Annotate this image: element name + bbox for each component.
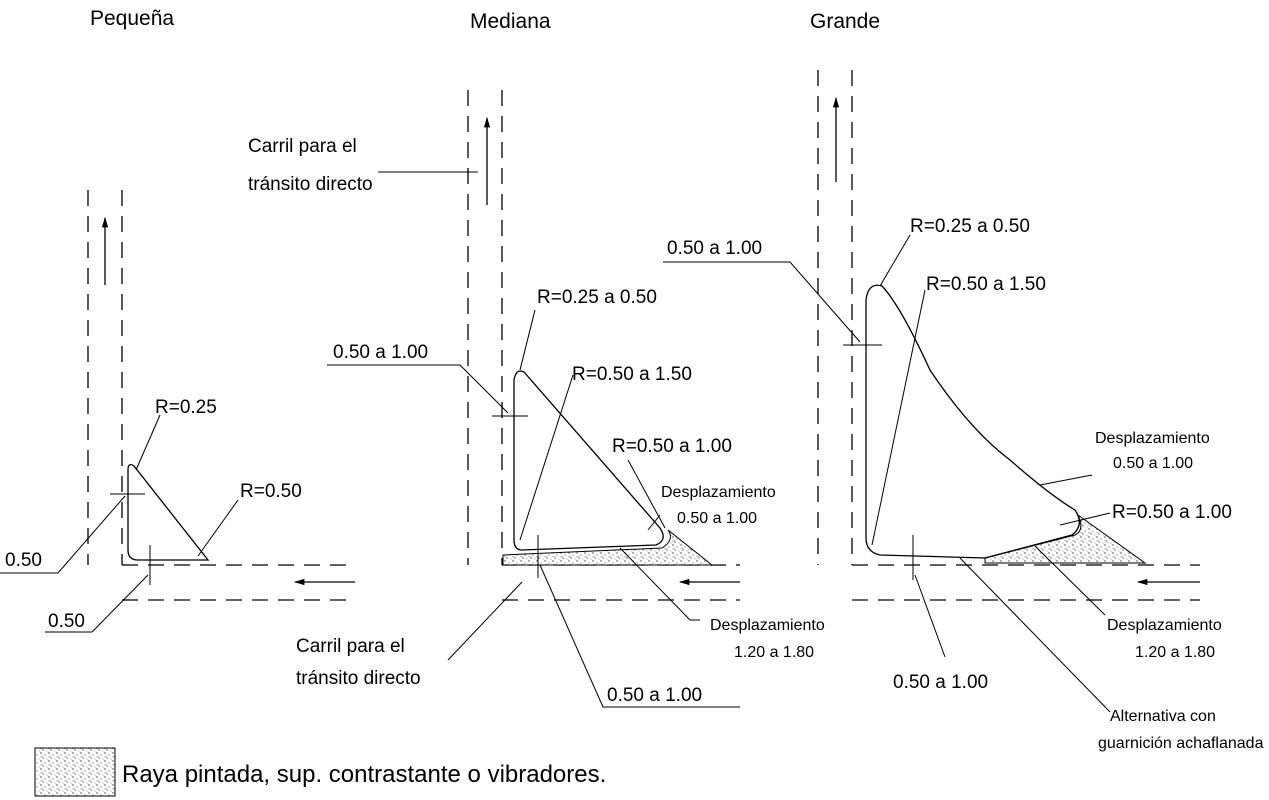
medium-leader-r-corner — [627, 459, 666, 529]
medium-leader-r-nose — [519, 309, 536, 371]
legend-swatch — [34, 747, 116, 797]
medium-label-offset-side: 0.50 a 1.00 — [333, 342, 428, 363]
medium-shift-bottom-line1: Desplazamiento — [710, 617, 825, 634]
medium-lane-bottom-line1: Carril para el — [296, 636, 405, 657]
large-leader-r-nose — [879, 234, 911, 287]
medium-leader-side — [327, 364, 509, 414]
large-label-offset-side: 0.50 a 1.00 — [667, 238, 762, 259]
small-island-group: R=0.25 R=0.50 0.50 0.50 — [0, 190, 355, 633]
title-large: Grande — [810, 10, 880, 33]
medium-leader-shift-top — [647, 514, 661, 531]
large-leader-shift-top — [1039, 474, 1093, 486]
large-shift-top-line2: 0.50 a 1.00 — [1113, 455, 1193, 472]
medium-shift-top-line2: 0.50 a 1.00 — [677, 510, 757, 527]
large-label-r-corner: R=0.50 a 1.00 — [1112, 502, 1232, 523]
small-label-r1: R=0.25 — [155, 397, 217, 418]
medium-lane-top-line2: tránsito directo — [248, 174, 373, 195]
small-label-offset-side: 0.50 — [5, 550, 42, 571]
medium-shift-top-line1: Desplazamiento — [661, 484, 776, 501]
large-leader-side — [663, 261, 861, 343]
small-island-shape — [127, 464, 210, 561]
title-small: Pequeña — [90, 7, 174, 30]
large-shift-bottom-line1: Desplazamiento — [1107, 617, 1222, 634]
large-pavement-marking — [984, 513, 1147, 564]
small-leader-side — [0, 495, 126, 574]
medium-shift-bottom-line2: 1.20 a 1.80 — [734, 644, 814, 661]
large-leader-shift-bottom — [1034, 545, 1106, 616]
medium-lane-bottom-line2: tránsito directo — [296, 668, 421, 689]
small-leader-bottom — [45, 574, 149, 633]
medium-leader-shift-bottom — [619, 547, 700, 621]
medium-label-r-mid: R=0.50 a 1.50 — [572, 364, 692, 385]
large-alt-line1: Alternativa con — [1110, 708, 1216, 725]
medium-leader-lane-bottom — [447, 581, 523, 661]
medium-label-offset-bottom: 0.50 a 1.00 — [607, 685, 702, 706]
large-leader-alt — [959, 557, 1111, 713]
medium-lane-top-line1: Carril para el — [248, 136, 357, 157]
large-label-offset-bottom: 0.50 a 1.00 — [893, 672, 988, 693]
legend: Raya pintada, sup. contrastante o vibrad… — [34, 747, 606, 797]
legend-text: Raya pintada, sup. contrastante o vibrad… — [122, 761, 606, 788]
small-label-r2: R=0.50 — [240, 481, 302, 502]
medium-leader-offset-bottom — [539, 564, 740, 708]
title-medium: Mediana — [470, 10, 551, 33]
large-island-group: 0.50 a 1.00 R=0.25 a 0.50 R=0.50 a 1.50 … — [663, 70, 1264, 752]
medium-leader-r-mid — [519, 374, 574, 541]
medium-island-group: Carril para el tránsito directo 0.50 a 1… — [248, 90, 825, 708]
medium-label-r-corner: R=0.50 a 1.00 — [612, 436, 732, 457]
large-island-shape — [865, 284, 1080, 559]
large-shift-top-line1: Desplazamiento — [1095, 430, 1210, 447]
small-leader-r2 — [197, 499, 239, 557]
small-label-offset-bottom: 0.50 — [48, 611, 85, 632]
large-label-r-nose: R=0.25 a 0.50 — [910, 216, 1030, 237]
large-leader-r-mid — [871, 289, 926, 546]
large-leader-offset-bottom — [914, 574, 946, 658]
large-alt-line2: guarnición achaflanada — [1098, 735, 1264, 752]
small-leader-r1 — [135, 414, 161, 471]
large-shift-bottom-line2: 1.20 a 1.80 — [1135, 644, 1215, 661]
medium-island-shape — [513, 370, 664, 551]
medium-pavement-marking — [502, 529, 714, 566]
large-label-r-mid: R=0.50 a 1.50 — [926, 274, 1046, 295]
medium-label-r-nose: R=0.25 a 0.50 — [537, 287, 657, 308]
large-leader-r-corner — [1059, 512, 1111, 526]
